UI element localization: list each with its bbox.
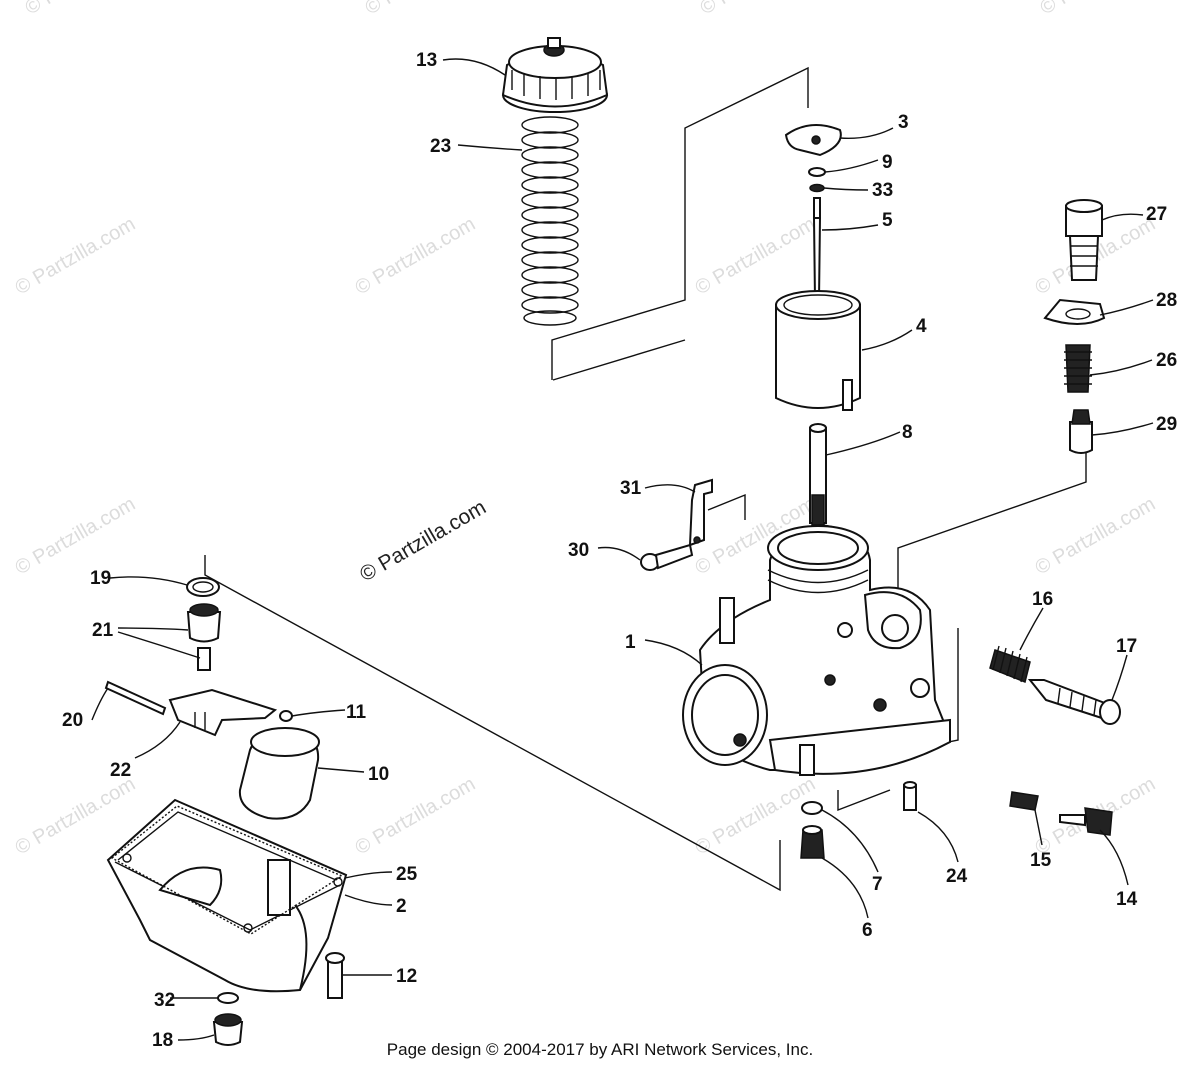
part-26-spring[interactable]: [1064, 344, 1092, 393]
watermark: © Partzilla.com: [1032, 493, 1160, 579]
part-27-fitting[interactable]: [1065, 199, 1103, 281]
callout-7[interactable]: 7: [872, 874, 883, 895]
part-30-screw[interactable]: [640, 543, 694, 571]
callout-33[interactable]: 33: [872, 180, 893, 201]
part-23-spring[interactable]: [521, 116, 579, 326]
watermark: © Partzilla.com: [22, 0, 150, 19]
part-31-lever[interactable]: [688, 478, 713, 547]
callout-12[interactable]: 12: [396, 966, 417, 987]
callout-23[interactable]: 23: [430, 136, 451, 157]
part-20-pin[interactable]: [104, 680, 167, 716]
part-18-plug[interactable]: [212, 1013, 244, 1046]
part-9-clip[interactable]: [808, 167, 826, 177]
callout-19[interactable]: 19: [90, 568, 111, 589]
part-12-screw[interactable]: [325, 952, 345, 999]
leader-lines: [91, 58, 1154, 1041]
callout-labels: 1 2 3 4 5 6 7 8 9 10 11 12 13 14 15 16 1…: [62, 50, 1177, 1051]
watermark-featured: © Partzilla.com: [356, 496, 490, 587]
callout-17[interactable]: 17: [1116, 636, 1137, 657]
part-2-float-bowl[interactable]: [106, 798, 348, 993]
callout-4[interactable]: 4: [916, 316, 927, 337]
callout-18[interactable]: 18: [152, 1030, 173, 1051]
part-4-throttle-slide[interactable]: [775, 290, 861, 411]
callout-22[interactable]: 22: [110, 760, 131, 781]
part-21-needle-seat[interactable]: [186, 603, 222, 671]
watermark: © Partzilla.com: [12, 493, 140, 579]
callout-16[interactable]: 16: [1032, 589, 1053, 610]
part-19-o-ring[interactable]: [186, 577, 220, 597]
part-24-screw[interactable]: [903, 781, 917, 811]
part-6-jet[interactable]: [800, 825, 825, 859]
watermark: © Partzilla.com: [697, 0, 825, 19]
part-10-float[interactable]: [238, 727, 320, 820]
part-16-spring[interactable]: [989, 645, 1031, 684]
callout-5[interactable]: 5: [882, 210, 893, 231]
callout-27[interactable]: 27: [1146, 204, 1167, 225]
part-11-pin[interactable]: [279, 710, 293, 722]
callout-31[interactable]: 31: [620, 478, 642, 499]
watermark: © Partzilla.com: [12, 773, 140, 859]
callout-25[interactable]: 25: [396, 864, 418, 885]
watermark: © Partzilla.com: [352, 773, 480, 859]
callout-2[interactable]: 2: [396, 896, 407, 917]
callout-14[interactable]: 14: [1116, 889, 1138, 910]
callout-20[interactable]: 20: [62, 710, 83, 731]
callout-8[interactable]: 8: [902, 422, 913, 443]
callout-6[interactable]: 6: [862, 920, 873, 941]
part-22-float-arm[interactable]: [168, 688, 278, 737]
callout-29[interactable]: 29: [1156, 414, 1177, 435]
callout-24[interactable]: 24: [946, 866, 968, 887]
watermark-layer: © Partzilla.com © Partzilla.com © Partzi…: [12, 0, 1165, 859]
part-29-plunger[interactable]: [1069, 409, 1093, 454]
watermark: © Partzilla.com: [12, 213, 140, 299]
callout-26[interactable]: 26: [1156, 350, 1177, 371]
part-15-jet[interactable]: [1009, 791, 1039, 811]
callout-10[interactable]: 10: [368, 764, 389, 785]
part-8-tube[interactable]: [809, 423, 827, 526]
part-13-cap[interactable]: [501, 37, 609, 113]
watermark: © Partzilla.com: [352, 213, 480, 299]
part-32-washer[interactable]: [217, 992, 239, 1004]
callout-32[interactable]: 32: [154, 990, 175, 1011]
watermark: © Partzilla.com: [1037, 0, 1165, 19]
callout-9[interactable]: 9: [882, 152, 893, 173]
callout-21[interactable]: 21: [92, 620, 114, 641]
callout-28[interactable]: 28: [1156, 290, 1177, 311]
callout-3[interactable]: 3: [898, 112, 909, 133]
callout-30[interactable]: 30: [568, 540, 589, 561]
part-7-washer[interactable]: [801, 801, 823, 815]
part-33-washer[interactable]: [809, 183, 825, 193]
watermark: © Partzilla.com: [692, 773, 820, 859]
assembly-lines: [204, 66, 1087, 892]
part-1-carburetor-body[interactable]: [682, 523, 951, 776]
callout-11[interactable]: 11: [346, 702, 367, 723]
watermark: © Partzilla.com: [362, 0, 490, 19]
watermark: © Partzilla.com: [692, 213, 820, 299]
part-3-plate[interactable]: [784, 124, 842, 157]
footer-copyright: Page design © 2004-2017 by ARI Network S…: [386, 1040, 814, 1059]
callout-15[interactable]: 15: [1030, 850, 1052, 871]
part-14-screw[interactable]: [1059, 807, 1113, 836]
part-28-bracket[interactable]: [1043, 298, 1106, 325]
callout-13[interactable]: 13: [416, 50, 437, 71]
part-17-screw[interactable]: [1027, 679, 1121, 725]
callout-1[interactable]: 1: [625, 632, 636, 653]
part-5-needle[interactable]: [812, 197, 822, 301]
